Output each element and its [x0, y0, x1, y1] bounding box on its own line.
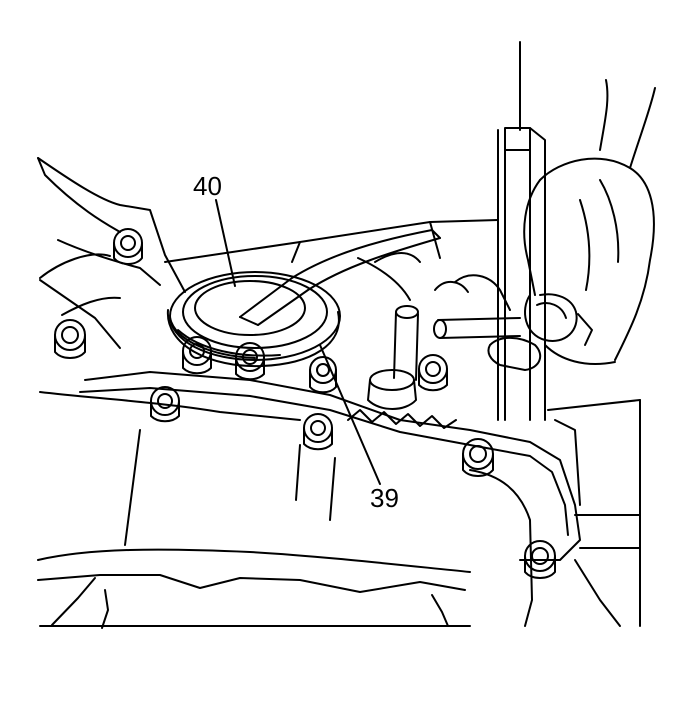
callout-39: 39	[370, 483, 399, 513]
bolt-center-right	[309, 356, 337, 394]
right-housing	[547, 399, 641, 627]
bore-39	[166, 309, 340, 368]
leader-line-39	[319, 344, 381, 485]
bolt-front-left	[150, 386, 180, 423]
bolt-left	[54, 319, 86, 359]
pry-tool	[239, 229, 441, 326]
seal-40	[169, 271, 341, 361]
leader-line-40	[215, 199, 236, 287]
housing-top-rim	[164, 219, 499, 301]
hand	[487, 79, 656, 371]
pan-flange	[79, 371, 581, 627]
shift-shaft	[367, 305, 419, 410]
vertical-bracket	[497, 41, 546, 421]
bolt-front-mid	[303, 413, 333, 451]
bolt-front-right	[462, 438, 494, 477]
main-housing-body	[37, 391, 471, 629]
bolt-pan-corner	[524, 540, 556, 579]
bolt-upper-left	[113, 228, 143, 265]
callout-40: 40	[193, 171, 222, 201]
left-housing-flange	[37, 157, 186, 349]
bolt-right	[418, 354, 448, 392]
tool-handle	[433, 274, 521, 339]
